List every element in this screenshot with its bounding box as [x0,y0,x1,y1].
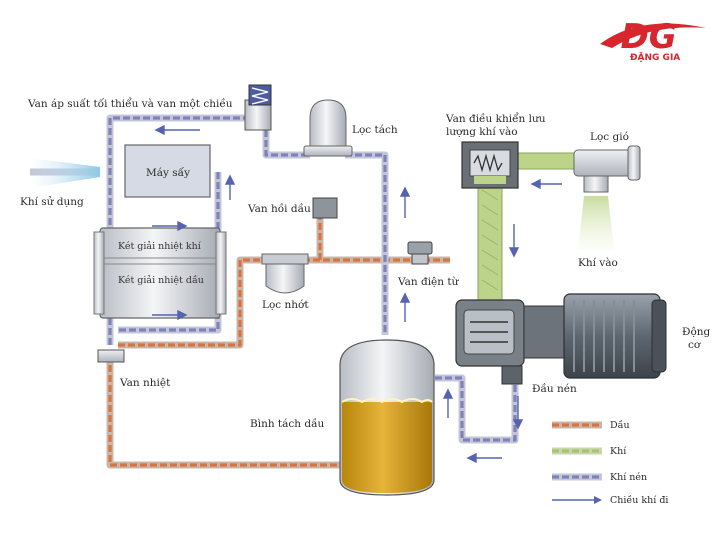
legend-air-label: Khí [610,446,627,457]
dang-gia-logo: ĐG ĐẶNG GIA [600,17,706,63]
label-solenoid-valve: Van điện từ [397,276,460,288]
flow-arrow [152,220,188,232]
motor [563,293,667,379]
label-oil-filter: Lọc nhớt [262,299,309,311]
flow-arrow [508,224,520,258]
label-intake-valve-2: lượng khí vào [446,126,518,138]
intake-control-valve [461,141,519,189]
label-motor-2: cơ [688,339,701,351]
flow-arrow [530,178,562,190]
flow-arrow [512,396,524,430]
user-air-outlet [30,158,100,188]
label-air-filter: Lọc gió [590,131,629,143]
label-oil-return-valve: Van hồi dầu [247,202,311,215]
flow-arrow [466,452,502,464]
label-intake-valve-1: Van điều khiển lưu [445,112,546,125]
oil-return-valve [312,197,338,219]
label-separator-tank: Bình tách dầu [250,417,325,430]
label-oil-cooler: Két giải nhiệt dầu [118,275,204,286]
flow-arrows [152,124,562,464]
solenoid-valve [407,241,433,265]
thermal-valve [97,349,125,363]
separator-tank [339,339,435,496]
min-pressure-valve [244,84,272,131]
cooler-unit [93,227,227,319]
flow-arrow [399,292,411,322]
label-dryer: Máy sấy [146,166,190,179]
legend-flow-direction: Chiều khí đi [552,495,668,506]
label-air-in: Khí vào [578,257,618,269]
logo-mark: ĐG [619,17,677,57]
separator-filter [303,99,353,157]
label-min-pressure-valve: Van áp suất tối thiểu và van một chiều [27,97,233,110]
air-filter [573,145,641,250]
legend-flow-direction-label: Chiều khí đi [610,495,668,506]
legend-compressed-air-label: Khí nén [610,472,647,483]
flow-arrow [224,174,236,200]
legend: Dầu Khí Khí nén Chiều khí đi [552,420,668,506]
legend-oil: Dầu [552,420,630,431]
air-end [455,299,565,385]
label-air-cooler: Két giải nhiệt khí [118,241,202,252]
legend-air: Khí [552,446,627,457]
logo-name: ĐẶNG GIA [630,52,680,63]
label-thermal-valve: Van nhiệt [119,377,171,389]
label-user-air: Khí sử dụng [20,195,84,208]
label-motor-1: Động [682,326,711,338]
legend-oil-label: Dầu [610,420,630,431]
label-air-end: Đầu nén [532,382,577,395]
flow-arrow [154,124,200,136]
legend-compressed-air: Khí nén [552,472,647,483]
intake-air-lines [477,152,578,304]
flow-arrow [152,309,188,321]
flow-arrow [442,388,454,418]
label-separator-filter: Lọc tách [352,124,398,136]
dryer-unit [124,144,211,198]
flow-arrow [399,186,411,218]
oil-filter [261,253,309,294]
component-labels: Van áp suất tối thiểu và van một chiều L… [20,97,711,430]
